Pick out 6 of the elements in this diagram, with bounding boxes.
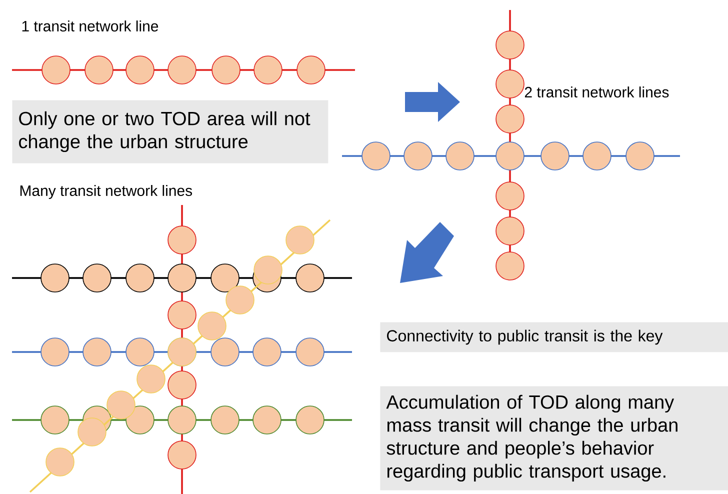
- text-box: Only one or two TOD area will not change the urban structure: [12, 100, 328, 164]
- heading: Many transit network lines: [20, 185, 192, 199]
- heading: 2 transit network lines: [524, 86, 669, 98]
- text-box: Accumulation of TOD along many mass transit will change the urban structure and people’s behavior regarding public transport usage.: [380, 386, 728, 490]
- heading: 1 transit network line: [22, 20, 158, 32]
- text-box: Connectivity to public transit is the key: [380, 322, 728, 352]
